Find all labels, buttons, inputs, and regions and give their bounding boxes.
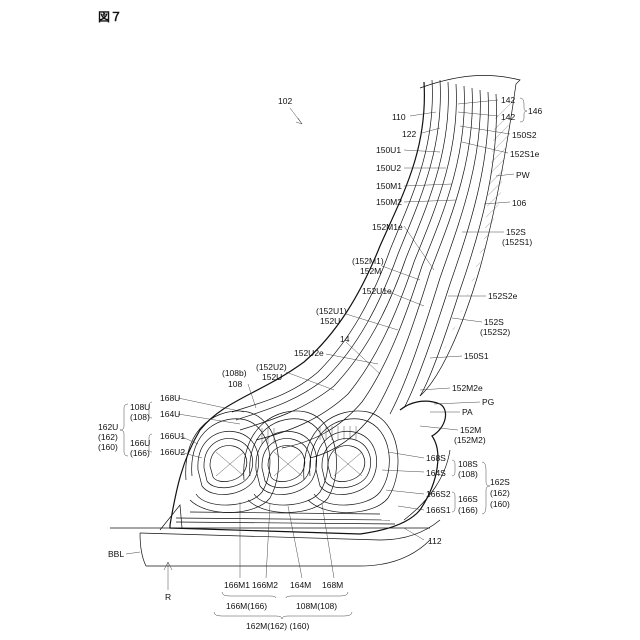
label-166U: 166U [130,438,150,448]
label-162-paren-b: (162) [490,488,510,498]
label-166-paren-a: (166) [130,448,150,458]
label-102: 102 [278,96,292,106]
label-152U-2: 152U [262,372,282,382]
label-152U-1: 152U [320,316,340,326]
label-PG: PG [482,397,494,407]
label-166S1: 166S1 [426,505,451,515]
label-162M-group: 162M(162) (160) [246,621,309,631]
label-152S2e: 152S2e [488,291,518,301]
label-152U2-paren: (152U2) [256,362,287,372]
leader-lines [126,100,514,590]
label-152M1e: 152M1e [372,222,403,232]
filler-hatching [262,426,356,444]
label-166M2: 166M2 [252,580,278,590]
label-166S: 166S [458,494,478,504]
label-150M1: 150M1 [376,181,402,191]
label-168S: 168S [426,453,446,463]
label-150U2: 150U2 [376,163,401,173]
rim-body [140,533,430,566]
label-164M: 164M [290,580,311,590]
label-152U1-paren: (152U1) [316,306,347,316]
label-142-a: 142 [501,95,515,105]
label-152M2e: 152M2e [452,383,483,393]
label-166U1: 166U1 [160,431,185,441]
label-150S2: 150S2 [512,130,537,140]
label-166U2: 166U2 [160,447,185,457]
label-152S1e: 152S1e [510,149,540,159]
label-162-paren-a: (162) [98,432,118,442]
label-166S2: 166S2 [426,489,451,499]
label-146: 146 [528,106,542,116]
label-142-b: 142 [501,112,515,122]
label-168U: 168U [160,393,180,403]
label-152M1-paren: (152M1) [352,256,384,266]
bottom-strips [176,512,395,524]
label-166-paren-b: (166) [458,505,478,515]
ply-turnups [186,411,398,513]
label-164U: 164U [160,409,180,419]
label-152M-1: 152M [360,266,381,276]
label-162S: 162S [490,477,510,487]
label-152S2-paren: (152S2) [480,327,510,337]
label-150S1: 150S1 [464,351,489,361]
label-162U: 162U [98,422,118,432]
figure-title: 図７ [98,10,122,24]
label-108: 108 [228,379,242,389]
label-108S: 108S [458,459,478,469]
label-152S-1: 152S [506,227,526,237]
label-108U: 108U [130,402,150,412]
label-110: 110 [392,112,406,122]
label-152M-2: 152M [460,425,481,435]
label-160-paren-b: (160) [490,499,510,509]
label-122: 122 [402,129,416,139]
label-152U1e: 152U1e [362,286,392,296]
label-108b-paren: (108b) [222,368,247,378]
reference-labels: 102 110 122 142 142 146 150S2 152S1e 150… [98,95,542,631]
label-168M: 168M [322,580,343,590]
label-152S1-paren: (152S1) [502,237,532,247]
label-152M2-paren: (152M2) [454,435,486,445]
label-PA: PA [462,407,473,417]
label-166M-group: 166M(166) [226,601,267,611]
label-PW: PW [516,170,530,180]
label-160-paren-a: (160) [98,442,118,452]
label-R: R [165,592,171,602]
label-106: 106 [512,198,526,208]
label-14: 14 [340,334,350,344]
label-152U2e: 152U2e [294,348,324,358]
label-BBL: BBL [108,549,124,559]
label-108-paren-a: (108) [130,412,150,422]
label-150U1: 150U1 [376,145,401,155]
label-152S-2: 152S [484,317,504,327]
label-108M-group: 108M(108) [296,601,337,611]
label-166M1: 166M1 [224,580,250,590]
label-150M2: 150M2 [376,197,402,207]
label-108-paren-b: (108) [458,469,478,479]
label-112: 112 [428,536,442,546]
tire-structure [110,75,520,566]
label-164S: 164S [426,468,446,478]
